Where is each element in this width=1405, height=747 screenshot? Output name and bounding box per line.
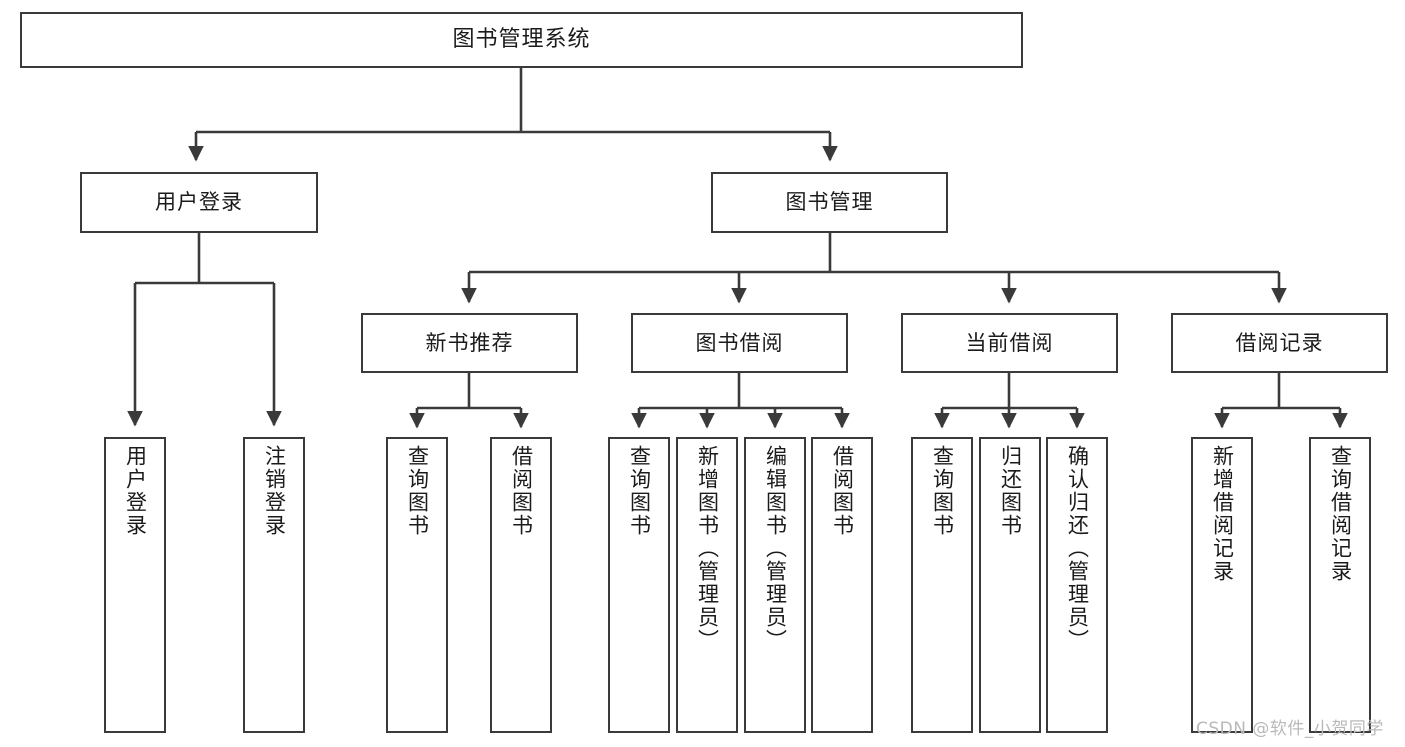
node-label: 用户登录 xyxy=(123,445,148,537)
leaf-book-borrow-add[interactable]: 新增图书（管理员） xyxy=(676,437,738,733)
node-label: 图书管理 xyxy=(785,190,874,215)
node-label: 查询图书 xyxy=(405,445,430,537)
leaf-borrow-record-query[interactable]: 查询借阅记录 xyxy=(1309,437,1371,733)
leaf-user-login-login[interactable]: 用户登录 xyxy=(104,437,166,733)
node-label: 新增借阅记录 xyxy=(1210,445,1235,583)
node-label: 查询图书 xyxy=(627,445,652,537)
node-label: 借阅记录 xyxy=(1235,330,1324,355)
leaf-book-borrow-borrow[interactable]: 借阅图书 xyxy=(811,437,873,733)
node-label: 图书借阅 xyxy=(695,330,784,355)
leaf-book-borrow-edit[interactable]: 编辑图书（管理员） xyxy=(744,437,806,733)
leaf-current-borrow-confirm-return[interactable]: 确认归还（管理员） xyxy=(1046,437,1108,733)
node-label: 注销登录 xyxy=(262,445,287,537)
node-label: 归还图书 xyxy=(998,445,1023,537)
node-root-system[interactable]: 图书管理系统 xyxy=(20,12,1023,68)
node-label: 借阅图书 xyxy=(830,445,855,537)
leaf-user-login-logout[interactable]: 注销登录 xyxy=(243,437,305,733)
node-label: 确认归还（管理员） xyxy=(1065,445,1090,652)
csdn-watermark: CSDN @软件_小贺同学 xyxy=(1196,719,1384,739)
node-new-book-recommend[interactable]: 新书推荐 xyxy=(361,313,578,373)
node-current-borrow[interactable]: 当前借阅 xyxy=(901,313,1118,373)
leaf-new-book-query[interactable]: 查询图书 xyxy=(386,437,448,733)
node-label: 当前借阅 xyxy=(965,330,1054,355)
node-label: 新书推荐 xyxy=(425,330,514,355)
node-book-borrow[interactable]: 图书借阅 xyxy=(631,313,848,373)
node-user-login[interactable]: 用户登录 xyxy=(80,172,318,233)
node-book-management[interactable]: 图书管理 xyxy=(711,172,948,233)
node-borrow-record[interactable]: 借阅记录 xyxy=(1171,313,1388,373)
node-label: 借阅图书 xyxy=(509,445,534,537)
leaf-new-book-borrow[interactable]: 借阅图书 xyxy=(490,437,552,733)
node-label: 图书管理系统 xyxy=(452,27,591,53)
node-label: 查询借阅记录 xyxy=(1328,445,1353,583)
leaf-book-borrow-query[interactable]: 查询图书 xyxy=(608,437,670,733)
node-label: 新增图书（管理员） xyxy=(695,445,720,652)
node-label: 编辑图书（管理员） xyxy=(763,445,788,652)
leaf-borrow-record-add[interactable]: 新增借阅记录 xyxy=(1191,437,1253,733)
node-label: 查询图书 xyxy=(930,445,955,537)
leaf-current-borrow-return[interactable]: 归还图书 xyxy=(979,437,1041,733)
node-label: 用户登录 xyxy=(155,190,243,215)
leaf-current-borrow-query[interactable]: 查询图书 xyxy=(911,437,973,733)
